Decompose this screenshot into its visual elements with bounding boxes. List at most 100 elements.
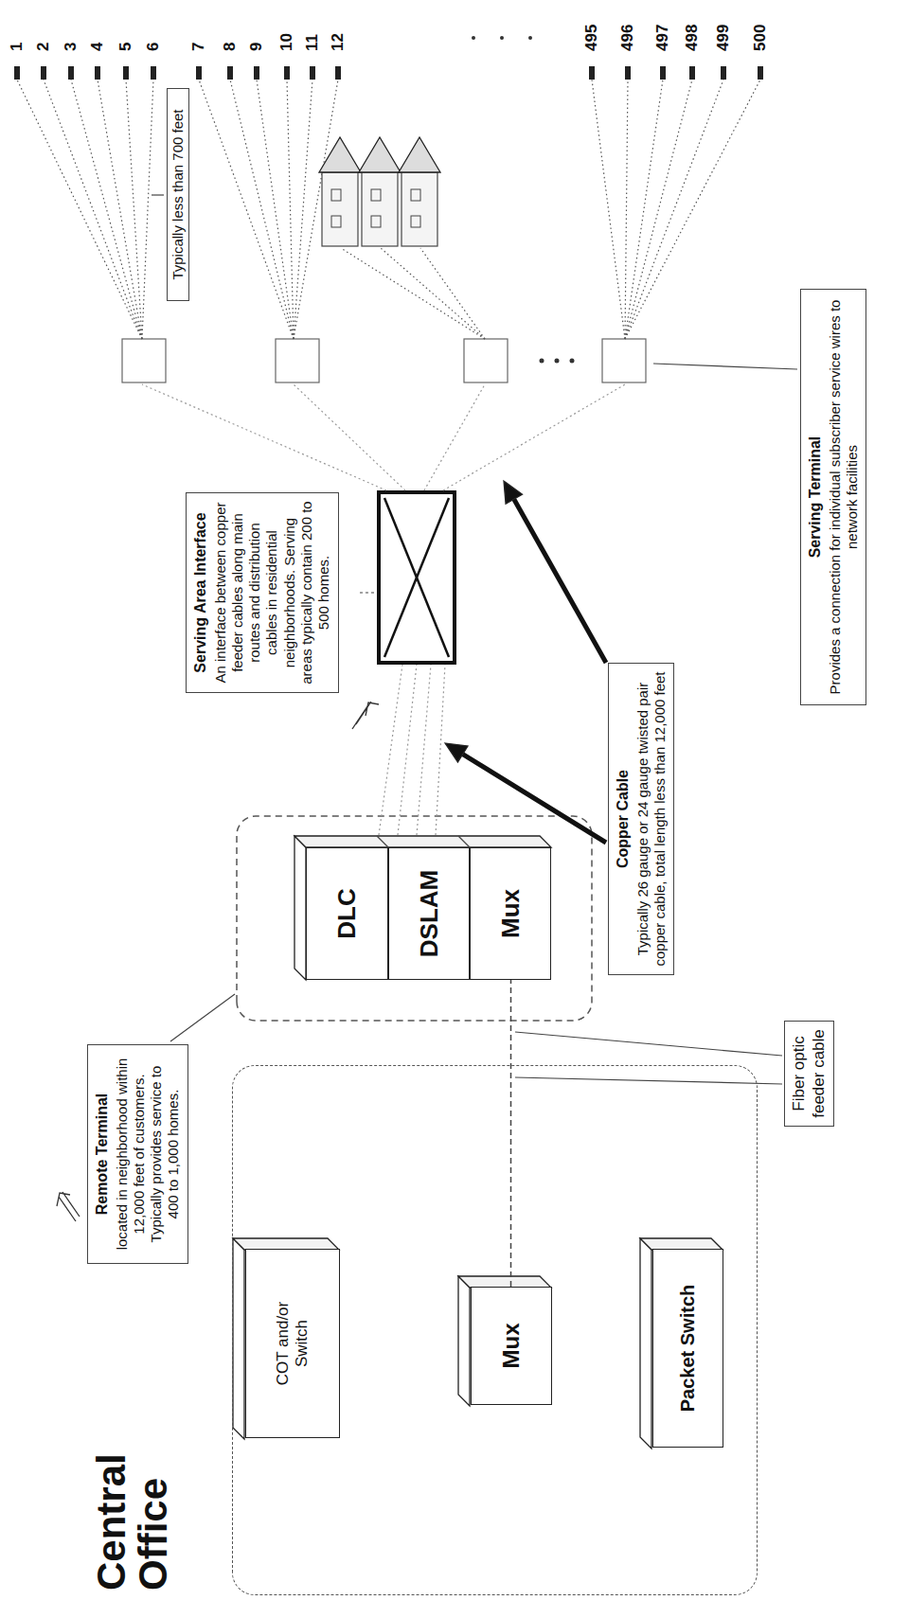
mux-cube-top xyxy=(458,1276,470,1407)
leader-line xyxy=(515,1032,783,1056)
remote-terminal-callout: Remote Terminallocated in neighborhood w… xyxy=(87,1044,189,1265)
drop-wire xyxy=(17,79,143,340)
callout-number: 497 xyxy=(653,24,673,52)
drop-terminal xyxy=(335,66,341,80)
callout-number: 12 xyxy=(328,33,348,52)
drop-terminal xyxy=(253,66,260,80)
callout-number: 6 xyxy=(143,42,163,52)
box-label: Packet Switch xyxy=(677,1284,699,1413)
box-label: DLC xyxy=(332,888,362,939)
drop-wire xyxy=(293,79,313,340)
callout-number: 8 xyxy=(220,42,240,52)
drop-terminal xyxy=(14,66,20,80)
mux-box: Mux xyxy=(470,1286,553,1406)
distribution-cable-line xyxy=(293,384,406,491)
leader-line xyxy=(653,363,798,370)
serving-terminal-callout: Serving TerminalProvides a connection fo… xyxy=(800,288,867,706)
house-window xyxy=(331,189,341,201)
drop-length-callout: Typically less than 700 feet xyxy=(166,88,190,302)
drop-wire xyxy=(624,79,693,340)
fiber-feeder-line xyxy=(510,980,513,1287)
callout-number: 4 xyxy=(88,42,108,52)
region-title: Central Office xyxy=(90,1401,175,1591)
callout-heading: Serving Area Interface xyxy=(191,500,211,685)
house-window xyxy=(371,215,381,228)
callout-text: An interface between copper feeder cable… xyxy=(212,500,334,685)
callout-number: 9 xyxy=(247,42,267,52)
callout-text: Typically less than 700 feet xyxy=(169,94,187,295)
drop-terminal xyxy=(94,66,101,80)
drop-wire xyxy=(142,79,154,340)
drop-terminal xyxy=(196,66,202,80)
distribution-cable-line xyxy=(443,384,625,491)
callout-number: 500 xyxy=(750,24,770,52)
house-wall xyxy=(401,172,438,247)
sai-cross xyxy=(384,498,449,658)
drop-terminal xyxy=(123,66,129,80)
cube-edge xyxy=(458,836,470,848)
ellipsis-dot xyxy=(539,358,545,364)
dlc-box: DLC xyxy=(305,847,389,981)
drop-wire xyxy=(198,79,294,340)
ellipsis-dot xyxy=(570,358,575,364)
switch-cube-top xyxy=(232,1238,245,1440)
copper-cable-callout: Copper CableTypically 26 gauge or 24 gau… xyxy=(607,662,675,976)
drop-wire xyxy=(97,79,143,340)
drop-terminal xyxy=(284,66,290,80)
callout-heading: Serving Terminal xyxy=(805,297,825,697)
ellipsis-dot xyxy=(528,35,533,40)
drop-wire xyxy=(591,79,625,340)
drop-wire xyxy=(71,79,143,340)
drop-wire xyxy=(230,79,294,340)
callout-number: 498 xyxy=(682,24,702,52)
copper-cable-line xyxy=(397,664,417,836)
drop-wire xyxy=(624,79,724,340)
house-window xyxy=(410,215,421,228)
serving-terminal-box xyxy=(463,339,508,383)
callout-heading: Copper Cable xyxy=(613,671,633,967)
house-window xyxy=(331,215,341,228)
mux-box: Mux xyxy=(469,847,552,981)
drop-terminal xyxy=(588,66,595,80)
sai-cabinet xyxy=(378,492,455,663)
drop-terminal xyxy=(689,66,696,80)
house-wall xyxy=(361,172,398,247)
drop-wire xyxy=(380,248,485,340)
remote-terminal-outline xyxy=(236,816,592,1021)
rt-stack-cube-top xyxy=(294,836,306,981)
rt-stack-cube-side xyxy=(294,836,552,848)
serving-terminal-box xyxy=(602,339,646,383)
house-roof xyxy=(358,137,401,173)
leader-line xyxy=(151,194,164,196)
callout-text: Typically 26 gauge or 24 gauge twisted p… xyxy=(634,671,670,967)
pointer-arrowhead xyxy=(445,743,468,763)
drop-terminal xyxy=(309,66,316,80)
ellipsis-dot xyxy=(554,358,560,364)
callout-text: Fiber optic feeder cable xyxy=(789,1029,829,1119)
callout-number: 10 xyxy=(277,33,297,52)
sai-cross xyxy=(384,498,449,658)
drop-wire xyxy=(340,248,485,340)
drop-wire xyxy=(420,248,485,340)
copper-cable-line xyxy=(435,664,446,836)
callout-text: Provides a connection for individual sub… xyxy=(826,297,862,697)
cube-edge xyxy=(376,836,389,848)
callout-number: 499 xyxy=(713,24,733,52)
house-window xyxy=(410,189,421,201)
drop-wire xyxy=(624,79,663,340)
leader-line xyxy=(170,994,235,1042)
box-label: COT and/or Switch xyxy=(273,1298,312,1390)
house-roof xyxy=(398,137,441,173)
callout-number: 495 xyxy=(582,24,602,52)
distribution-cable-line xyxy=(424,384,485,491)
callout-number: 1 xyxy=(7,42,27,52)
serving-terminal-box xyxy=(122,339,166,383)
callout-number: 7 xyxy=(189,42,209,52)
switch-box: COT and/or Switch xyxy=(245,1249,340,1439)
drop-terminal xyxy=(757,66,764,80)
house-roof xyxy=(319,137,361,173)
ellipsis-dot xyxy=(471,35,476,40)
drop-terminal xyxy=(40,66,47,80)
